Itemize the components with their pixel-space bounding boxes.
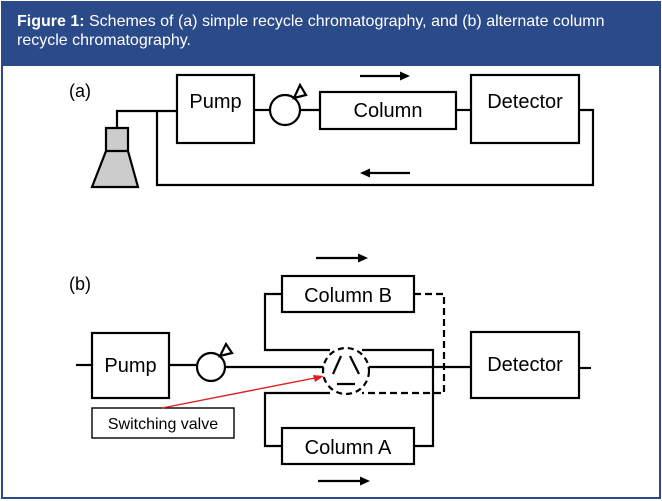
pump-label-b: Pump: [104, 355, 156, 377]
caption-text: Schemes of (a) simple recycle chromatogr…: [17, 13, 605, 49]
detector-box-b: [469, 330, 581, 400]
column-label-a: Column: [354, 100, 423, 122]
scheme-b-label: (b): [69, 274, 91, 294]
reservoir-flask-icon: [90, 126, 140, 189]
flow-arrow-icon: [318, 476, 370, 486]
flow-arrow-icon: [360, 168, 410, 178]
detector-label-a: Detector: [487, 91, 563, 113]
flow-arrow-icon: [316, 253, 368, 263]
figure-caption: Figure 1: Schemes of (a) simple recycle …: [3, 3, 659, 66]
column-b-label: Column B: [304, 285, 392, 307]
switching-valve-icon: [321, 346, 371, 396]
scheme-a: [90, 71, 595, 189]
column-a-label: Column A: [305, 437, 392, 459]
injector-icon: [195, 341, 234, 383]
caption-lead: Figure 1:: [17, 13, 85, 30]
scheme-b: [76, 253, 591, 486]
pump-label-a: Pump: [189, 91, 241, 113]
valve-callout-line: [161, 376, 321, 409]
detector-label-b: Detector: [487, 354, 563, 376]
injector-icon: [268, 82, 308, 127]
scheme-a-label: (a): [69, 81, 91, 101]
flow-arrow-icon: [360, 71, 410, 81]
valve-callout-label: Switching valve: [108, 416, 218, 433]
